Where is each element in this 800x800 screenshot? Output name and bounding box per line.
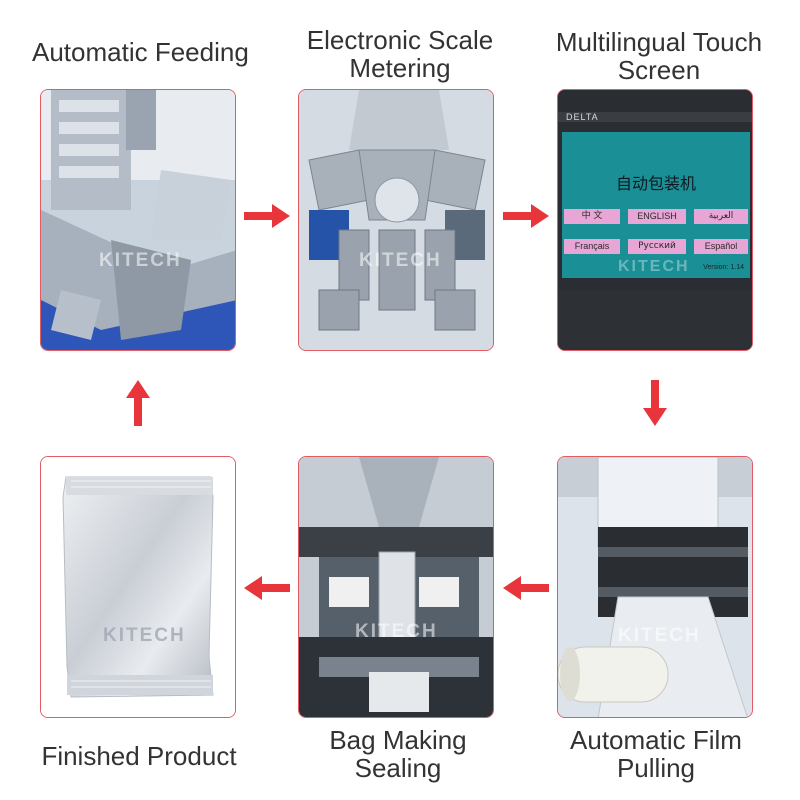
arrow-up-icon [126,380,150,426]
arrow-right-icon [503,204,549,228]
lang-button-french[interactable]: Français [564,239,620,254]
label-line: Automatic Film [570,725,742,755]
label-line: Electronic Scale [306,25,494,55]
lang-button-russian[interactable]: Русский [628,239,686,254]
arrow-down [643,380,667,426]
screen-brand: DELTA [566,112,599,122]
watermark-text: KITECH [618,258,690,275]
step-label-film: Automatic Film Pulling [564,726,748,782]
sealing-machine-illustration [299,457,493,717]
arrow-left-1 [503,576,549,600]
photo-automatic-feeding: KITECH [40,89,236,351]
label-line: Finished Product [41,741,237,771]
step-label-feeding: Automatic Feeding [32,37,249,67]
foil-pouch-illustration [41,457,235,717]
arrow-left-icon [503,576,549,600]
watermark-text: KITECH [355,621,438,642]
photo-film-pulling: KITECH [557,456,753,718]
step-label-sealing: Bag Making Sealing [316,726,480,782]
screen-title-cn: 自动包装机 [615,174,696,193]
step-label-scale: Electronic Scale Metering [300,26,500,82]
arrow-left-2 [244,576,290,600]
film-roll-illustration [558,457,752,717]
arrow-right-icon [244,204,290,228]
feeding-machine-illustration [41,90,235,350]
watermark-text: KITECH [99,250,182,271]
arrow-right-1 [244,204,290,228]
arrow-right-2 [503,204,549,228]
photo-electronic-scale: KITECH [298,89,494,351]
label-line: Bag Making [329,725,467,755]
watermark-text: KITECH [359,250,442,271]
photo-bag-sealing: KITECH [298,456,494,718]
photo-touch-screen: DELTA 自动包装机 中 文 ENGLISH العربية Français… [557,89,753,351]
step-label-finished: Finished Product [36,742,242,770]
label-line: Pulling [616,753,696,783]
label-line: Multilingual Touch [555,27,763,57]
arrow-down-icon [643,380,667,426]
arrow-up [126,380,150,426]
photo-finished-product: KITECH [40,456,236,718]
label-line: Sealing [354,753,442,783]
lang-button-spanish[interactable]: Español [694,239,748,254]
screen-version: Version: 1.14 [703,264,744,271]
arrow-left-icon [244,576,290,600]
label-line: Screen [617,55,701,85]
lang-button-chinese[interactable]: 中 文 [564,209,620,224]
label-line: Metering [349,53,451,83]
step-label-touch: Multilingual Touch Screen [550,28,768,84]
watermark-text: KITECH [618,625,701,646]
multihead-weigher-illustration [299,90,493,350]
lang-button-arabic[interactable]: العربية [694,209,748,224]
label-line: Automatic Feeding [32,37,249,67]
lang-button-english[interactable]: ENGLISH [628,209,686,224]
watermark-text: KITECH [103,625,186,646]
